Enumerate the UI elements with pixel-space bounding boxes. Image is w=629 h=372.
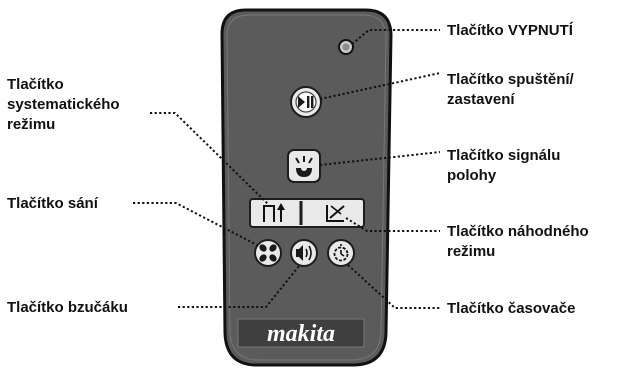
systematic-path-icon [263,203,285,222]
callout-labels: Tlačítko VYPNUTÍ Tlačítko spuštění/ zast… [7,22,589,317]
random-mode-button[interactable] [303,201,362,225]
label-position-signal-line2: polohy [447,167,497,184]
label-start-stop-line2: zastavení [447,91,515,108]
buzzer-button[interactable] [290,239,318,267]
circle-button-icon [342,43,350,51]
leader-suction [133,202,258,246]
label-suction: Tlačítko sání [7,195,99,212]
leader-systematic [150,112,269,205]
play-pause-icon [298,96,314,108]
remote-inner-edge [226,14,387,361]
label-position-signal-line1: Tlačítko signálu [447,147,560,164]
leader-random [345,217,440,232]
makita-logo: makita [237,318,365,348]
leader-start-stop [319,72,441,100]
fan-icon [259,244,277,262]
leader-lines [133,29,441,309]
position-signal-button[interactable] [287,149,321,183]
leader-buzzer [178,265,300,308]
remote-body [220,8,393,367]
timer-button[interactable] [327,239,355,267]
suction-button[interactable] [254,239,282,267]
label-timer: Tlačítko časovače [447,300,575,317]
label-systematic-line2: systematického [7,96,120,113]
random-path-icon [326,205,345,222]
leader-timer [347,264,440,309]
systematic-mode-button[interactable] [252,201,300,225]
label-random-line2: režimu [447,243,495,260]
leader-power-off [351,29,440,45]
leader-position-signal [319,151,441,166]
power-off-button[interactable] [338,39,354,55]
start-stop-button[interactable] [290,86,322,118]
label-start-stop-line1: Tlačítko spuštění/ [447,71,575,88]
label-random-line1: Tlačítko náhodného [447,223,589,240]
label-power-off: Tlačítko VYPNUTÍ [447,22,574,39]
timer-icon [333,244,349,262]
signal-alert-icon [295,156,313,177]
label-systematic-line1: Tlačítko [7,76,64,93]
mode-rocker [249,198,365,228]
speaker-icon [296,245,312,261]
label-buzzer: Tlačítko bzučáku [7,299,128,316]
remote-control: makita [220,8,393,367]
logo-text: makita [267,321,335,347]
label-systematic-line3: režimu [7,116,55,133]
